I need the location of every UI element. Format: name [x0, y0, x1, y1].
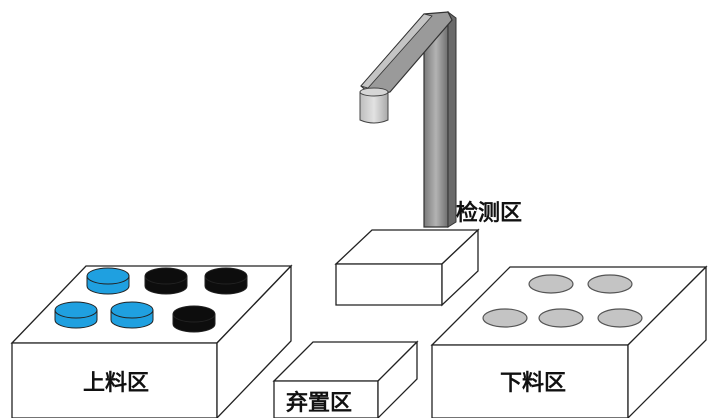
discard-zone-label: 弃置区 [286, 390, 352, 416]
arm-beam-top [360, 13, 433, 89]
camera-icon [359, 91, 389, 124]
loading-part-black [144, 267, 188, 295]
unloading-zone-parts [482, 274, 643, 328]
unloading-part-gray [538, 308, 584, 328]
inspection-platform [334, 228, 480, 307]
unloading-part-gray [587, 274, 633, 294]
loading-part-blue [86, 267, 130, 295]
inspection-arm [359, 11, 457, 228]
loading-part-black [204, 267, 248, 295]
loading-part-blue [54, 301, 98, 329]
loading-zone-label: 上料区 [83, 371, 149, 396]
arm-column-side [447, 11, 457, 228]
loading-part-blue [110, 301, 154, 329]
discard-zone-box [272, 340, 419, 418]
loading-zone-parts [54, 267, 248, 333]
unloading-part-gray [482, 308, 528, 328]
unloading-part-gray [597, 308, 643, 328]
unloading-zone-label: 下料区 [500, 371, 566, 396]
camera-lens-rim [359, 87, 389, 97]
loading-part-black [172, 305, 216, 333]
unloading-part-gray [528, 274, 574, 294]
inspection-zone-label: 检测区 [456, 200, 522, 226]
